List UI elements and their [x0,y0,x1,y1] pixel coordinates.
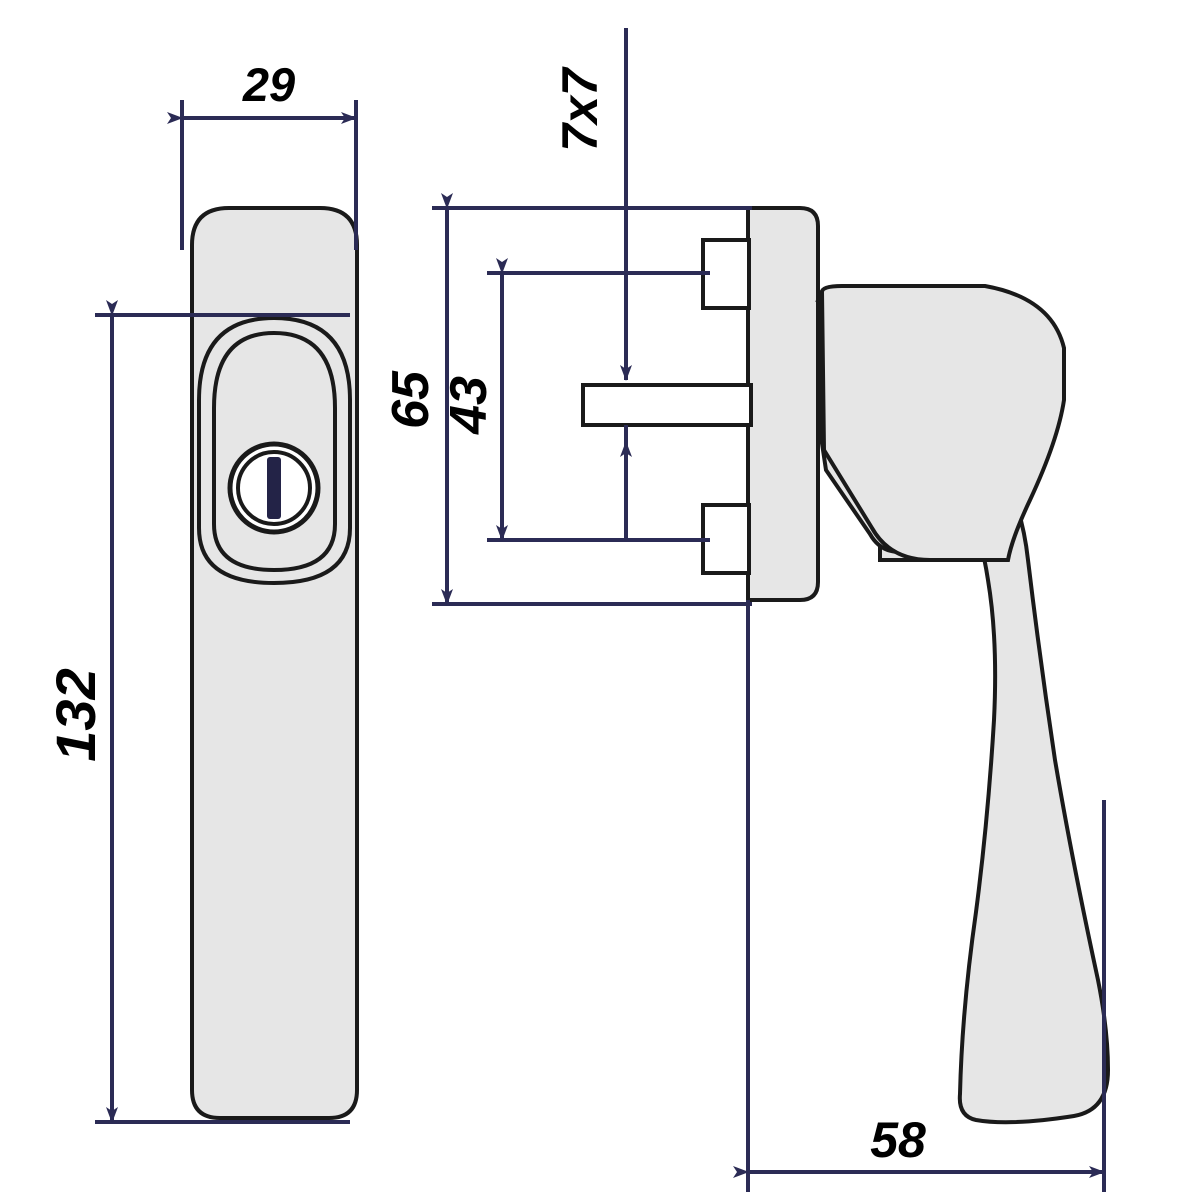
fixing-boss-lower [701,503,751,575]
dim-label-7x7: 7x7 [552,66,608,152]
fixing-boss-upper [701,238,751,310]
keyway-slot [267,457,281,519]
lever-arm [957,466,1111,1125]
dim-label-29: 29 [242,58,295,111]
side-view-group: 65 43 7x7 58 [382,28,1111,1192]
backplate [746,206,820,602]
front-view-group: 29 132 [44,58,359,1124]
dim-label-43: 43 [440,376,498,435]
dim-label-132: 132 [44,668,107,761]
dim-label-65: 65 [382,370,440,429]
dim-label-58: 58 [870,1112,926,1168]
front-handle-shank [206,560,343,1104]
lever-body-blend [819,284,1066,562]
square-spindle [581,383,753,427]
